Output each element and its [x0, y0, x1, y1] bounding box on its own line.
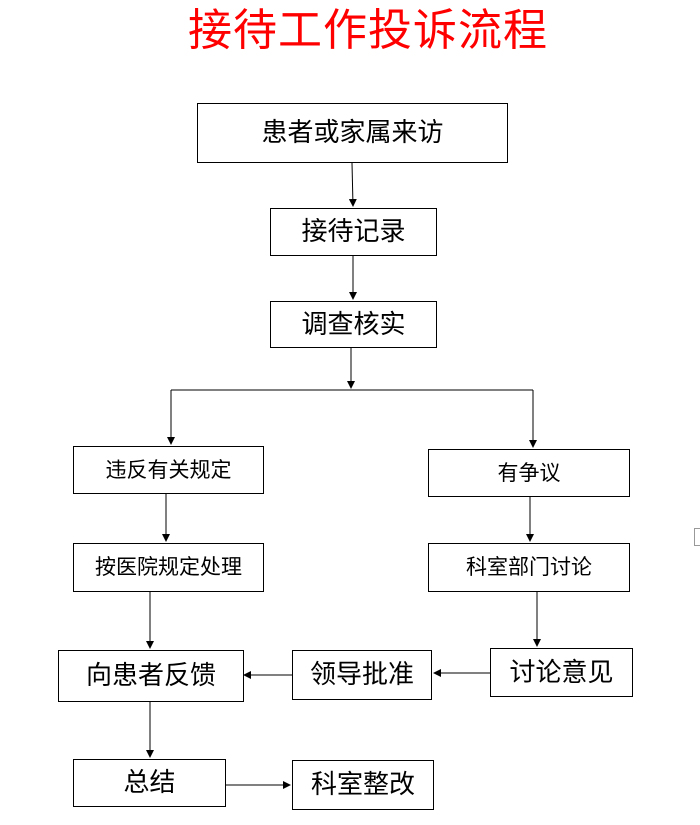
- page-title: 接待工作投诉流程: [188, 5, 548, 56]
- node-violation: 违反有关规定: [73, 446, 264, 494]
- node-opinion: 讨论意见: [490, 648, 633, 697]
- node-investigate: 调查核实: [270, 301, 437, 348]
- edge-bracket-mark: [694, 528, 700, 546]
- node-summary: 总结: [73, 759, 226, 807]
- node-approve: 领导批准: [292, 650, 432, 700]
- node-dept-discuss: 科室部门讨论: [428, 543, 630, 592]
- node-record: 接待记录: [270, 208, 437, 256]
- node-feedback: 向患者反馈: [58, 650, 244, 702]
- arrow-visit-to-record: [348, 162, 357, 207]
- node-rectify: 科室整改: [292, 760, 434, 810]
- node-handle: 按医院规定处理: [73, 543, 264, 592]
- node-visit: 患者或家属来访: [197, 103, 508, 163]
- node-dispute: 有争议: [428, 449, 630, 497]
